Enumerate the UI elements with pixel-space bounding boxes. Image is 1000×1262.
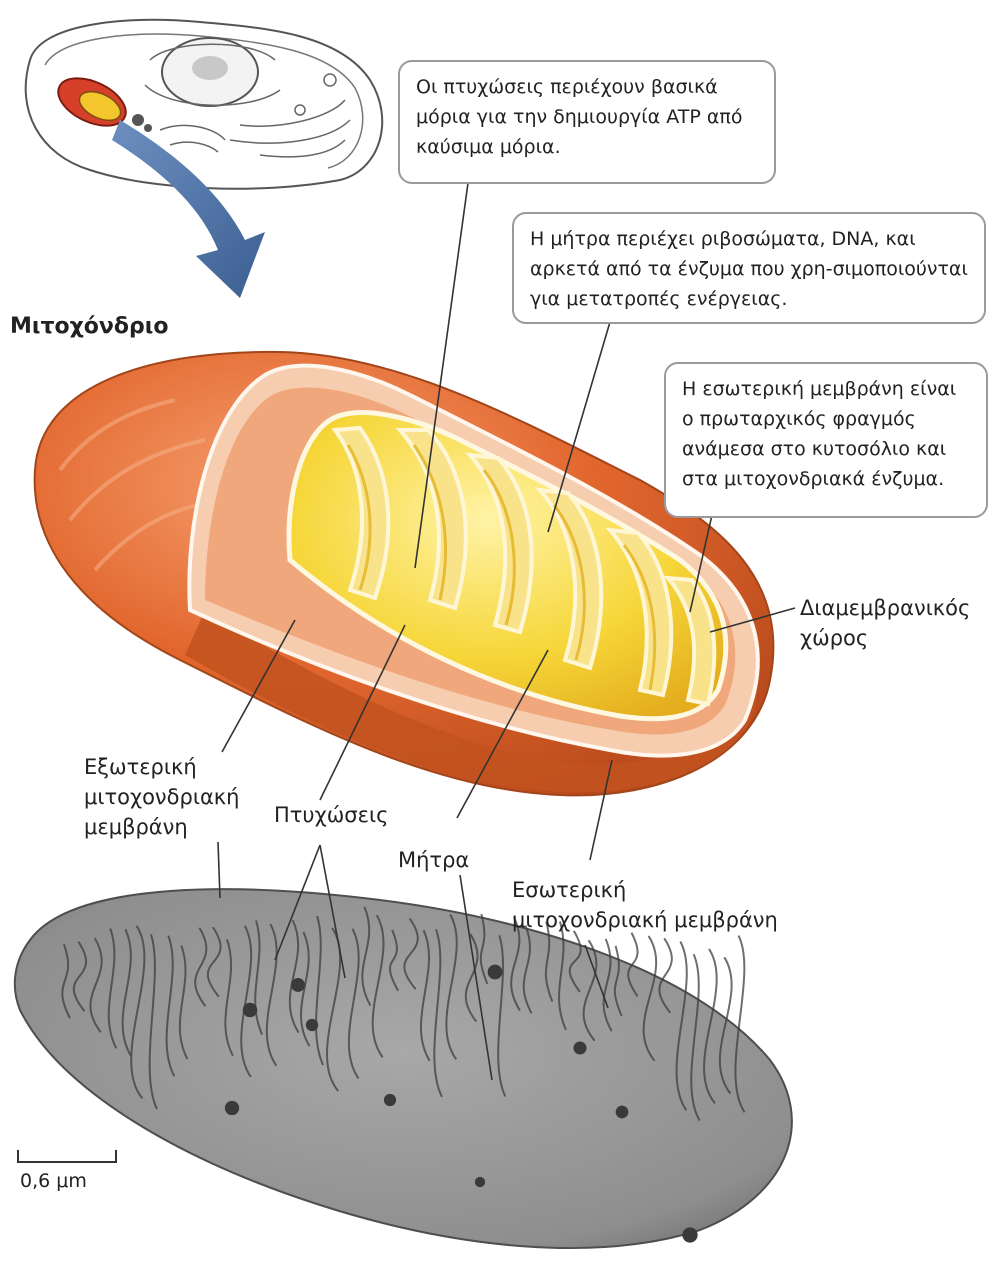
micrograph-granule [475, 1177, 485, 1187]
micrograph-granule [291, 978, 305, 992]
label-cristae: Πτυχώσεις [274, 800, 388, 830]
label-outer-membrane-line1: Εξωτερική [84, 752, 239, 782]
label-inner-membrane: Εσωτερική μιτοχονδριακή μεμβράνη [512, 875, 778, 935]
micrograph-granule [243, 1003, 258, 1018]
micrograph-granule [488, 965, 503, 980]
label-intermembrane-line2: χώρος [800, 623, 970, 653]
micrograph-granule [306, 1019, 318, 1031]
label-outer-membrane: Εξωτερική μιτοχονδριακή μεμβράνη [84, 752, 239, 842]
callout-matrix: Η μήτρα περιέχει ριβοσώματα, DNA, και αρ… [512, 212, 986, 324]
micrograph-granule [225, 1101, 239, 1115]
electron-micrograph [15, 889, 792, 1248]
diagram-title: Μιτοχόνδριο [10, 314, 168, 339]
callout-cristae-text: Οι πτυχώσεις περιέχουν βασικά μόρια για … [416, 76, 742, 158]
label-outer-membrane-line2: μιτοχονδριακή [84, 782, 239, 812]
label-outer-membrane-line3: μεμβράνη [84, 812, 239, 842]
label-intermembrane-space: Διαμεμβρανικός χώρος [800, 593, 970, 653]
callout-cristae: Οι πτυχώσεις περιέχουν βασικά μόρια για … [398, 60, 776, 184]
callout-inner-membrane: Η εσωτερική μεμβράνη είναι ο πρωταρχικός… [664, 362, 988, 518]
callout-matrix-text: Η μήτρα περιέχει ριβοσώματα, DNA, και αρ… [530, 228, 968, 310]
label-inner-membrane-line2: μιτοχονδριακή μεμβράνη [512, 905, 778, 935]
micrograph-granule [616, 1106, 629, 1119]
label-matrix: Μήτρα [398, 845, 469, 875]
cell-thumbnail [26, 20, 383, 189]
label-intermembrane-line1: Διαμεμβρανικός [800, 593, 970, 623]
mitochondrion-model [35, 352, 774, 795]
micrograph-granule [384, 1094, 396, 1106]
scale-bar-label: 0,6 μm [20, 1170, 87, 1192]
callout-inner-membrane-text: Η εσωτερική μεμβράνη είναι ο πρωταρχικός… [682, 378, 956, 490]
micrograph-granule [573, 1041, 586, 1054]
scale-bar [18, 1150, 116, 1162]
micrograph-granule [682, 1227, 697, 1242]
label-inner-membrane-line1: Εσωτερική [512, 875, 778, 905]
